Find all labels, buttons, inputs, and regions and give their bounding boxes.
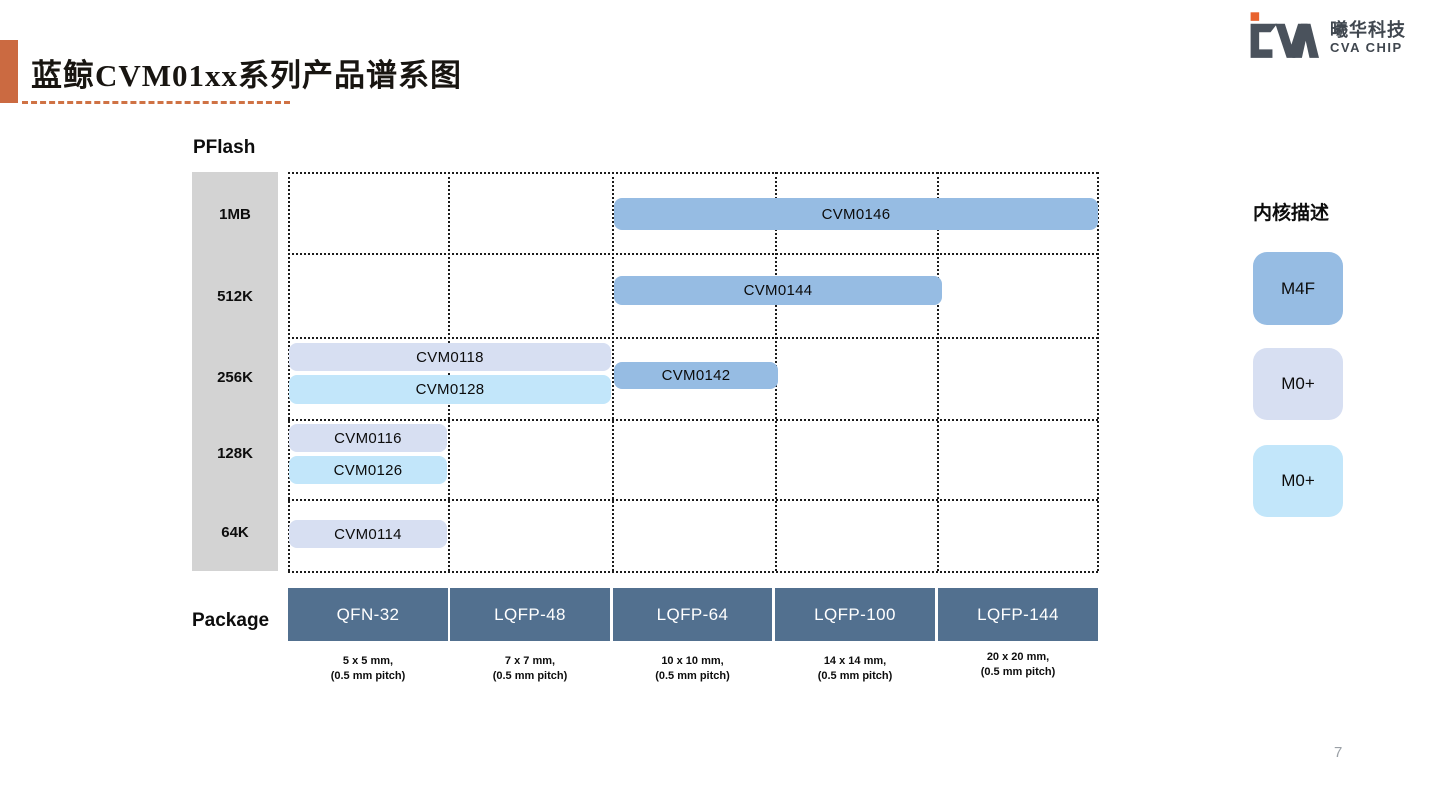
product-bar-cvm0126: CVM0126 [289, 456, 447, 484]
grid-hline [288, 571, 1098, 573]
legend-item-m0plus-lavender: M0+ [1253, 348, 1343, 420]
grid-hline [288, 499, 1098, 501]
cva-logo-icon [1250, 12, 1319, 58]
package-dim: 20 x 20 mm, [986, 651, 1050, 663]
product-bar-cvm0118: CVM0118 [289, 343, 611, 371]
title-underline [22, 101, 290, 104]
package-dim: 5 x 5 mm, [342, 655, 394, 667]
legend-item-m0plus-blue: M0+ [1253, 445, 1343, 517]
legend-item-m4f: M4F [1253, 252, 1343, 325]
package-dim: 7 x 7 mm, [504, 655, 556, 667]
package-pitch: (0.5 mm pitch) [330, 670, 406, 682]
product-bar-cvm0142: CVM0142 [614, 362, 778, 389]
package-pitch: (0.5 mm pitch) [817, 670, 893, 682]
flash-tick-128k: 128K [217, 445, 253, 462]
package-size-note: 20 x 20 mm, (0.5 mm pitch) [938, 650, 1098, 680]
flash-tick-256k: 256K [217, 369, 253, 386]
product-bar-cvm0114: CVM0114 [289, 520, 447, 548]
package-size-note: 7 x 7 mm, (0.5 mm pitch) [450, 654, 610, 684]
product-bar-cvm0128: CVM0128 [289, 375, 611, 404]
package-pitch: (0.5 mm pitch) [492, 670, 568, 682]
flash-axis-column [192, 172, 278, 571]
flash-tick-512k: 512K [217, 288, 253, 305]
page-title: 蓝鲸CVM01xx系列产品谱系图 [31, 58, 463, 93]
logo: 曦华科技 CVA CHIP [1243, 12, 1406, 62]
page-number: 7 [1334, 744, 1343, 761]
grid-vline [288, 172, 290, 571]
package-cell-qfn32: QFN-32 [288, 588, 448, 641]
product-bar-cvm0144: CVM0144 [614, 276, 942, 305]
grid-vline [937, 172, 939, 571]
grid-vline [1097, 172, 1099, 571]
grid-hline [288, 419, 1098, 421]
package-cell-lqfp64: LQFP-64 [613, 588, 772, 641]
y-axis-title: PFlash [193, 137, 256, 158]
logo-text: 曦华科技 CVA CHIP [1330, 20, 1406, 55]
flash-tick-1mb: 1MB [219, 206, 251, 223]
legend-title: 内核描述 [1253, 203, 1330, 224]
x-axis-title: Package [192, 610, 270, 631]
package-size-note: 14 x 14 mm, (0.5 mm pitch) [775, 654, 935, 684]
product-bar-cvm0146: CVM0146 [614, 198, 1098, 230]
grid-hline [288, 253, 1098, 255]
package-dim: 10 x 10 mm, [661, 655, 724, 667]
flash-tick-64k: 64K [221, 524, 249, 541]
product-bar-cvm0116: CVM0116 [289, 424, 447, 452]
package-cell-lqfp100: LQFP-100 [775, 588, 935, 641]
grid-hline [288, 172, 1098, 174]
package-size-note: 5 x 5 mm, (0.5 mm pitch) [288, 654, 448, 684]
grid-vline [448, 172, 450, 571]
logo-company-en: CVA CHIP [1330, 39, 1403, 55]
grid-vline [612, 172, 614, 571]
package-dim: 14 x 14 mm, [823, 655, 887, 667]
title-accent-bar [0, 40, 18, 103]
logo-company-cn: 曦华科技 [1330, 19, 1406, 40]
grid-hline [288, 337, 1098, 339]
package-cell-lqfp48: LQFP-48 [450, 588, 610, 641]
package-size-note: 10 x 10 mm, (0.5 mm pitch) [613, 654, 772, 684]
package-cell-lqfp144: LQFP-144 [938, 588, 1098, 641]
package-pitch: (0.5 mm pitch) [655, 670, 730, 682]
package-pitch: (0.5 mm pitch) [980, 666, 1056, 678]
